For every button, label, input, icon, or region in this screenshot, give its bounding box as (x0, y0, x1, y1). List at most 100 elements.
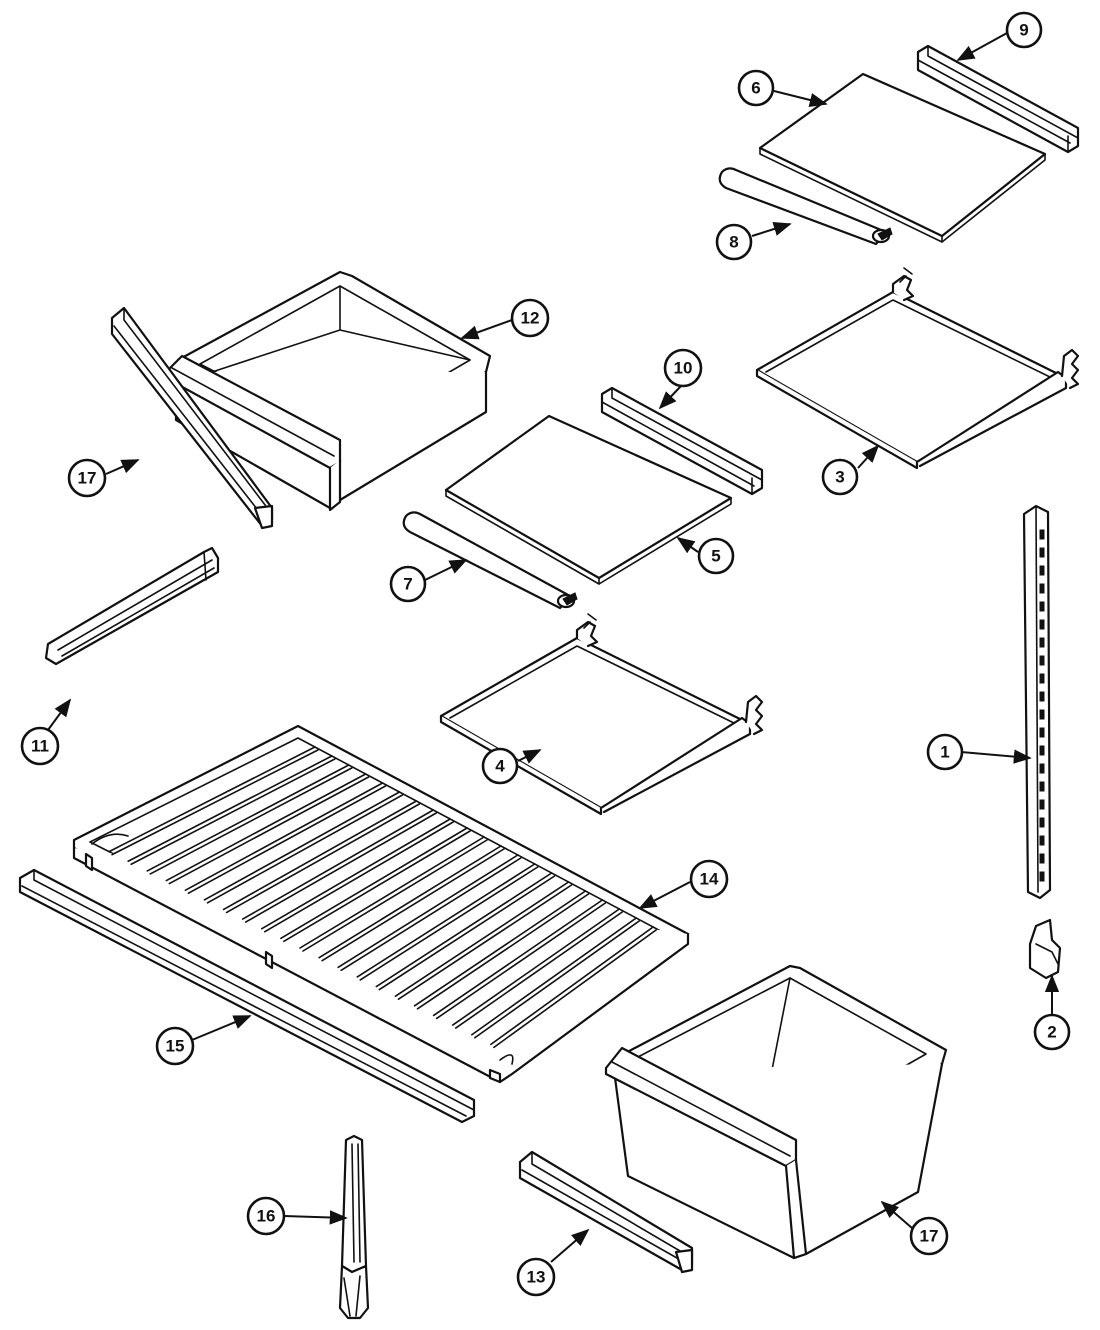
callout-14-label: 14 (700, 870, 719, 889)
wire-shelf-bar (432, 899, 604, 1017)
wire-shelf-bar (241, 809, 435, 920)
wire-shelf-bar-edge (397, 884, 573, 1000)
wire-shelf-bar-edge (474, 920, 640, 1039)
part-4-shelf-frame (439, 613, 764, 816)
callout-8-label: 8 (729, 233, 738, 252)
wire-shelf-bar-edge (187, 785, 387, 894)
callout-17-left: 17 (67, 458, 107, 498)
callout-leaders (47, 32, 1060, 1263)
callout-9: 9 (1005, 11, 1043, 49)
wire-shelf-bar-edge (302, 839, 488, 952)
wire-shelf-bar-edge (244, 812, 438, 923)
wire-shelf-bar-edge (435, 902, 607, 1020)
part-17-crisper-drawer-right (604, 964, 948, 1260)
part-12-crisper-drawer (164, 270, 492, 512)
rail-slot (1039, 655, 1045, 666)
callout-2: 2 (1033, 1013, 1071, 1051)
callout-4-label: 4 (495, 757, 505, 776)
rail-slot (1039, 745, 1045, 756)
callout-7-label: 7 (403, 575, 412, 594)
callout-17-left-label: 17 (78, 469, 97, 488)
part-1-rail (1022, 504, 1052, 900)
callout-3: 3 (821, 458, 859, 496)
rail-slot (1039, 799, 1045, 810)
wire-shelf-bar (222, 800, 418, 911)
rail-slot (1039, 709, 1045, 720)
wire-shelf-bar (394, 881, 570, 997)
rail-slot (1039, 529, 1045, 540)
part-6-glass-shelf (758, 72, 1047, 243)
wire-shelf-bar (108, 746, 316, 853)
part-10-shelf-trim (600, 386, 764, 496)
rail-slot (1039, 637, 1045, 648)
wire-shelf-bar-edge (264, 821, 454, 933)
part-8-front-trim (718, 167, 893, 246)
part-17-drawer-trim-left (110, 306, 274, 530)
part-5-glass-shelf (444, 414, 733, 585)
callout-12: 12 (510, 298, 550, 338)
callout-4: 4 (481, 747, 519, 785)
part-3-shelf-frame (755, 267, 1080, 470)
callout-1: 1 (926, 733, 964, 771)
wire-shelf-bar-edge (378, 875, 556, 991)
wire-shelf-bar-edge (283, 830, 471, 943)
callout-11-label: 11 (31, 737, 49, 756)
wire-shelf-bar-edge (454, 911, 624, 1029)
callout-10-label: 10 (674, 359, 693, 378)
rail-slot (1039, 583, 1045, 594)
wire-shelf-bar (203, 791, 401, 901)
part-9-shelf-trim (916, 44, 1080, 154)
rail-slot (1039, 601, 1045, 612)
callout-16: 16 (246, 1196, 286, 1236)
callout-13-label: 13 (527, 1268, 546, 1287)
rail-slot (1039, 835, 1045, 846)
wire-shelf-bar-edge (493, 929, 657, 1049)
wire-shelf-bar-edge (225, 803, 421, 914)
part-7-front-trim (402, 511, 578, 610)
wire-shelf-bar (356, 863, 536, 978)
wire-shelf-bar (451, 908, 621, 1026)
wire-shelf-bar (261, 818, 451, 930)
rail-slot (1039, 763, 1045, 774)
callout-6-label: 6 (751, 79, 760, 98)
callout-2-label: 2 (1047, 1023, 1056, 1042)
wire-shelf-bar (471, 917, 637, 1036)
wire-shelf-bar-edge (340, 857, 522, 972)
rail-slot (1039, 781, 1045, 792)
callout-14: 14 (689, 859, 729, 899)
wire-shelf-bar (337, 854, 519, 969)
callout-16-label: 16 (257, 1207, 276, 1226)
callout-8: 8 (715, 223, 753, 261)
wire-shelf-bar (127, 755, 333, 863)
wire-shelf-bar-edge (359, 866, 539, 981)
callout-15-label: 15 (166, 1037, 185, 1056)
rail-slot (1039, 853, 1045, 864)
part-11-divider (44, 546, 220, 666)
part-13-drawer-trim (518, 1150, 694, 1274)
wire-shelf-bar (318, 845, 502, 959)
wire-shelf-bar-edge (111, 749, 319, 856)
wire-shelf-bar (413, 890, 587, 1007)
wire-shelf-bar-edge (206, 794, 404, 904)
wire-shelf-bar (280, 827, 468, 940)
callout-7: 7 (389, 565, 427, 603)
callout-13: 13 (516, 1257, 556, 1297)
callout-3-label: 3 (835, 468, 844, 487)
callout-11: 11 (20, 726, 60, 766)
callout-15: 15 (155, 1026, 195, 1066)
part-14-wire-shelf (72, 724, 690, 1084)
callout-10: 10 (663, 348, 703, 388)
wire-shelf-bar-edge (149, 767, 353, 875)
rail-slot (1039, 817, 1045, 828)
callout-6: 6 (737, 69, 775, 107)
rail-slot (1039, 727, 1045, 738)
rail-slot (1039, 547, 1045, 558)
rail-slot (1039, 673, 1045, 684)
part-2-rail-end-cap (1028, 918, 1062, 980)
rail-slot (1039, 871, 1045, 882)
callout-5: 5 (697, 537, 735, 575)
wire-shelf-bar (375, 872, 553, 988)
callout-17-right-label: 17 (920, 1227, 939, 1246)
rail-slot (1039, 619, 1045, 630)
callout-5-label: 5 (711, 547, 720, 566)
